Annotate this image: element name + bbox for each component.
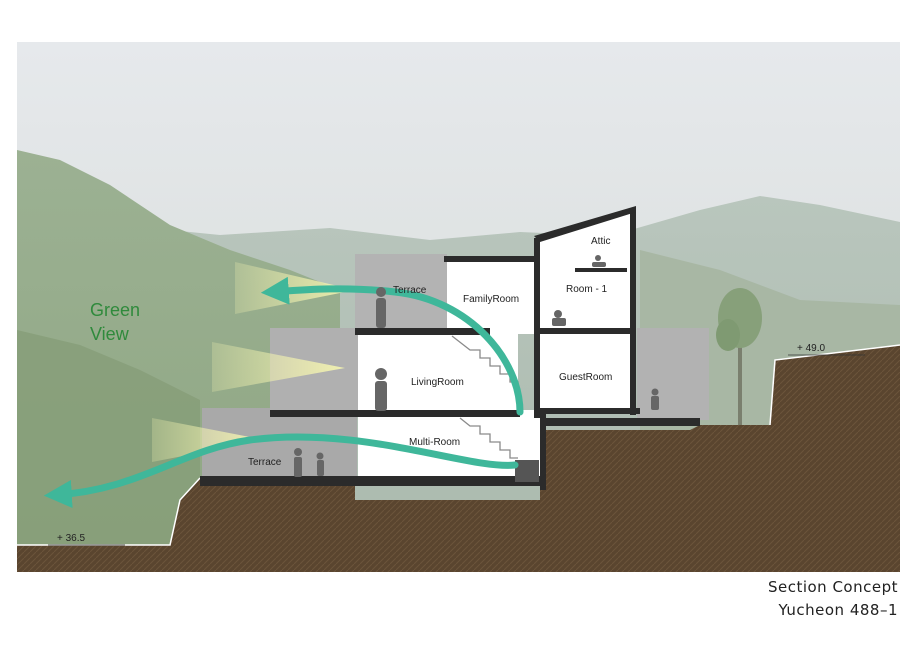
level-high-label: + 49.0	[797, 343, 826, 354]
forest-foreground	[17, 330, 200, 572]
guest-room-label: GuestRoom	[559, 372, 612, 383]
right-retaining-wall	[637, 328, 709, 420]
living-room-label: LivingRoom	[411, 377, 464, 388]
soil-section	[17, 345, 900, 572]
terrace-lower-label: Terrace	[248, 457, 282, 468]
green-view-label-2: View	[90, 324, 130, 344]
caption-title: Section Concept	[767, 578, 898, 596]
multi-room-label: Multi-Room	[409, 437, 460, 448]
green-view-label-1: Green	[90, 300, 140, 320]
person-icons	[294, 255, 659, 477]
tree-icon	[716, 288, 762, 425]
terrace-upper-label: Terrace	[393, 285, 427, 296]
room-1-label: Room - 1	[566, 284, 608, 295]
level-low-label: + 36.5	[57, 533, 86, 544]
airflow-arrow-upper	[260, 276, 524, 416]
family-room-label: FamilyRoom	[463, 294, 519, 305]
airflow-arrow-lower	[43, 433, 519, 508]
caption-project: Yucheon 488–1	[778, 601, 898, 619]
view-cone-middle	[212, 342, 345, 392]
attic-label: Attic	[591, 236, 610, 247]
view-cone-lower	[152, 418, 265, 462]
